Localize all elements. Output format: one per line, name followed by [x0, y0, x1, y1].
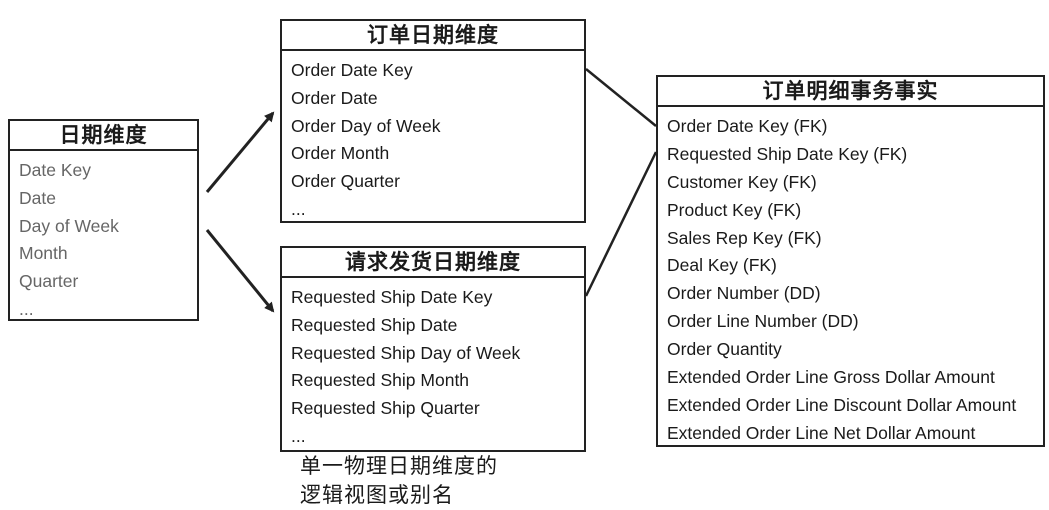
- table-row: Quarter: [19, 271, 79, 292]
- table-row: Order Date: [291, 87, 378, 108]
- date-dimension-table: 日期维度 Date Key Date Day of Week Month Qua…: [8, 119, 199, 321]
- order-line-fact-title: 订单明细事务事实: [658, 77, 1043, 107]
- ship-date-dimension-title: 请求发货日期维度: [282, 248, 584, 278]
- caption-line-2: 逻辑视图或别名: [300, 483, 454, 507]
- table-row: Order Day of Week: [291, 115, 441, 136]
- arrow-to-order-date: [205, 111, 275, 193]
- table-row: Date Key: [19, 160, 91, 180]
- table-row: Order Number (DD): [667, 283, 821, 304]
- table-row: Deal Key (FK): [667, 255, 777, 276]
- table-row: ...: [19, 298, 34, 319]
- table-row: Extended Order Line Gross Dollar Amount: [667, 367, 995, 388]
- table-row: Order Month: [291, 143, 390, 164]
- join-line-ship-date: [584, 151, 658, 297]
- order-line-fact-table: 订单明细事务事实 Order Date Key (FK) Requested S…: [656, 75, 1045, 447]
- table-row: Extended Order Line Discount Dollar Amou…: [667, 394, 1017, 415]
- table-row: Order Date Key: [291, 60, 413, 80]
- join-line-order-date: [585, 68, 657, 127]
- table-row: Requested Ship Day of Week: [291, 342, 521, 363]
- table-row: Requested Ship Date Key (FK): [667, 143, 908, 164]
- table-row: Order Line Number (DD): [667, 311, 859, 332]
- role-playing-caption: 单一物理日期维度的 逻辑视图或别名: [300, 452, 498, 510]
- table-row: Day of Week: [19, 215, 119, 236]
- table-row: Extended Order Line Net Dollar Amount: [667, 422, 976, 443]
- table-row: ...: [291, 198, 306, 219]
- table-row: Customer Key (FK): [667, 171, 817, 192]
- table-row: Requested Ship Quarter: [291, 398, 480, 419]
- date-dimension-title: 日期维度: [10, 121, 197, 151]
- order-date-dimension-title: 订单日期维度: [282, 21, 584, 51]
- table-row: Requested Ship Date Key: [291, 287, 493, 307]
- table-row: Month: [19, 243, 68, 264]
- ship-date-dimension-rows: Requested Ship Date Key Requested Ship D…: [282, 278, 584, 451]
- table-row: Date: [19, 187, 56, 208]
- table-row: Requested Ship Date: [291, 314, 458, 335]
- table-row: Order Quantity: [667, 339, 782, 360]
- table-row: Order Quarter: [291, 171, 400, 192]
- date-dimension-rows: Date Key Date Day of Week Month Quarter …: [10, 151, 197, 324]
- table-row: Sales Rep Key (FK): [667, 227, 822, 248]
- caption-line-1: 单一物理日期维度的: [300, 454, 498, 478]
- ship-date-dimension-table: 请求发货日期维度 Requested Ship Date Key Request…: [280, 246, 586, 452]
- table-row: Product Key (FK): [667, 199, 802, 220]
- order-date-dimension-rows: Order Date Key Order Date Order Day of W…: [282, 51, 584, 224]
- table-row: ...: [291, 425, 306, 446]
- table-row: Requested Ship Month: [291, 370, 470, 391]
- table-row: Order Date Key (FK): [667, 116, 828, 136]
- order-line-fact-rows: Order Date Key (FK) Requested Ship Date …: [658, 107, 1043, 448]
- order-date-dimension-table: 订单日期维度 Order Date Key Order Date Order D…: [280, 19, 586, 223]
- arrow-to-ship-date: [205, 229, 275, 313]
